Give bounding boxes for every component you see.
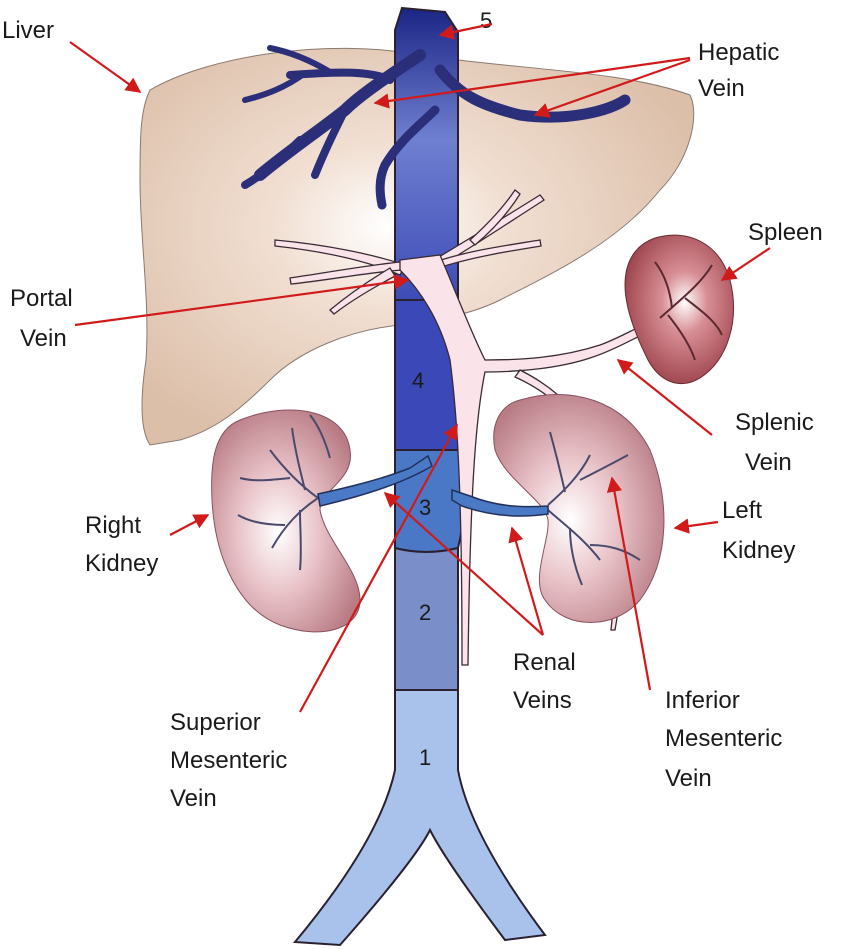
segment-5-number: 5 — [480, 8, 492, 33]
left-kidney-shape — [493, 393, 665, 623]
right-renal-vein — [317, 454, 433, 507]
left-kidney-label-line1: Left — [722, 497, 762, 524]
liver-label: Liver — [2, 17, 54, 44]
left-kidney-vessels — [547, 431, 641, 586]
inferior-mesenteric-vein-label-line1: Inferior — [665, 687, 740, 714]
ivc-segment-2 — [394, 546, 459, 691]
right-kidney-shape — [211, 409, 361, 633]
right-kidney-vessels — [237, 414, 331, 571]
superior-mesenteric-vein-label-line1: Superior — [170, 709, 261, 736]
segment-4-number: 4 — [412, 368, 424, 393]
inferior-mesenteric-vein-label-line3: Vein — [665, 765, 712, 792]
hepatic-vein-label-line2: Vein — [698, 75, 745, 102]
splenic-vein-label-line1: Splenic — [735, 409, 814, 436]
segment-2-number: 2 — [419, 600, 431, 625]
portal-vein-label-line1: Portal — [10, 285, 73, 312]
segment-1-number: 1 — [419, 745, 431, 770]
renal-veins-label-line1: Renal — [513, 649, 576, 676]
right-kidney-label-line2: Kidney — [85, 550, 158, 577]
hepatic-vein-branches — [241, 45, 631, 210]
superior-mesenteric-vein-label-line3: Vein — [170, 785, 217, 812]
left-renal-vein — [451, 488, 549, 517]
left-kidney-label-line2: Kidney — [722, 537, 795, 564]
portal-vein-label-line2: Vein — [20, 325, 67, 352]
spleen-shape — [624, 234, 734, 385]
pointer-arrows — [69, 22, 771, 713]
splenic-vein-label-line2: Vein — [745, 449, 792, 476]
spleen-label: Spleen — [748, 219, 823, 246]
portal-vein-system — [274, 189, 665, 666]
renal-veins-label-line2: Veins — [513, 687, 572, 714]
segment-3-number: 3 — [419, 495, 431, 520]
right-kidney-label-line1: Right — [85, 512, 141, 539]
spleen-vessels — [654, 261, 723, 361]
hepatic-vein-label-line1: Hepatic — [698, 39, 779, 66]
inferior-mesenteric-vein-label-line2: Mesenteric — [665, 725, 782, 752]
superior-mesenteric-vein-label-line2: Mesenteric — [170, 747, 287, 774]
ivc-segment-1 — [292, 689, 547, 947]
